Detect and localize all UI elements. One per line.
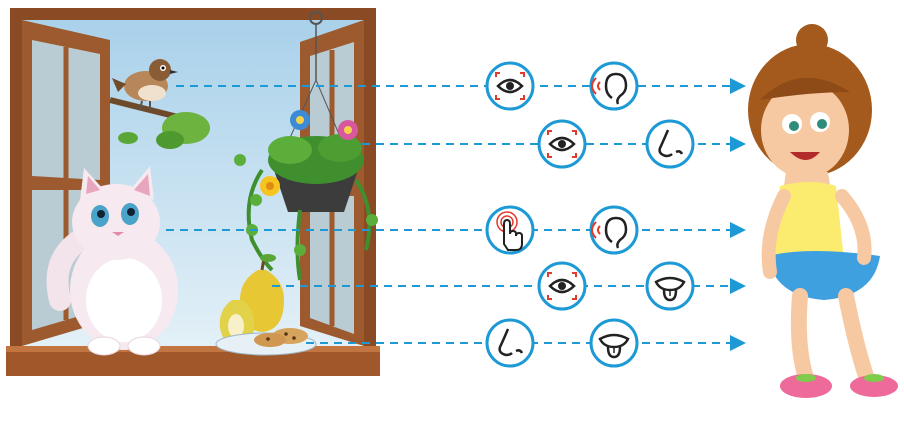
girl: [748, 24, 898, 398]
touch-hand-icon: [487, 207, 533, 253]
yellow-flower: [260, 176, 280, 196]
nose-icon: [647, 121, 693, 167]
tongue-icon: [647, 263, 693, 309]
eye-icon: [539, 263, 585, 309]
ear-icon: [591, 207, 637, 253]
pink-flower: [338, 120, 358, 140]
nose-icon: [487, 320, 533, 366]
tongue-icon: [591, 320, 637, 366]
eye-icon: [487, 63, 533, 109]
blue-flower: [290, 110, 310, 130]
ear-icon: [591, 63, 637, 109]
eye-icon: [539, 121, 585, 167]
